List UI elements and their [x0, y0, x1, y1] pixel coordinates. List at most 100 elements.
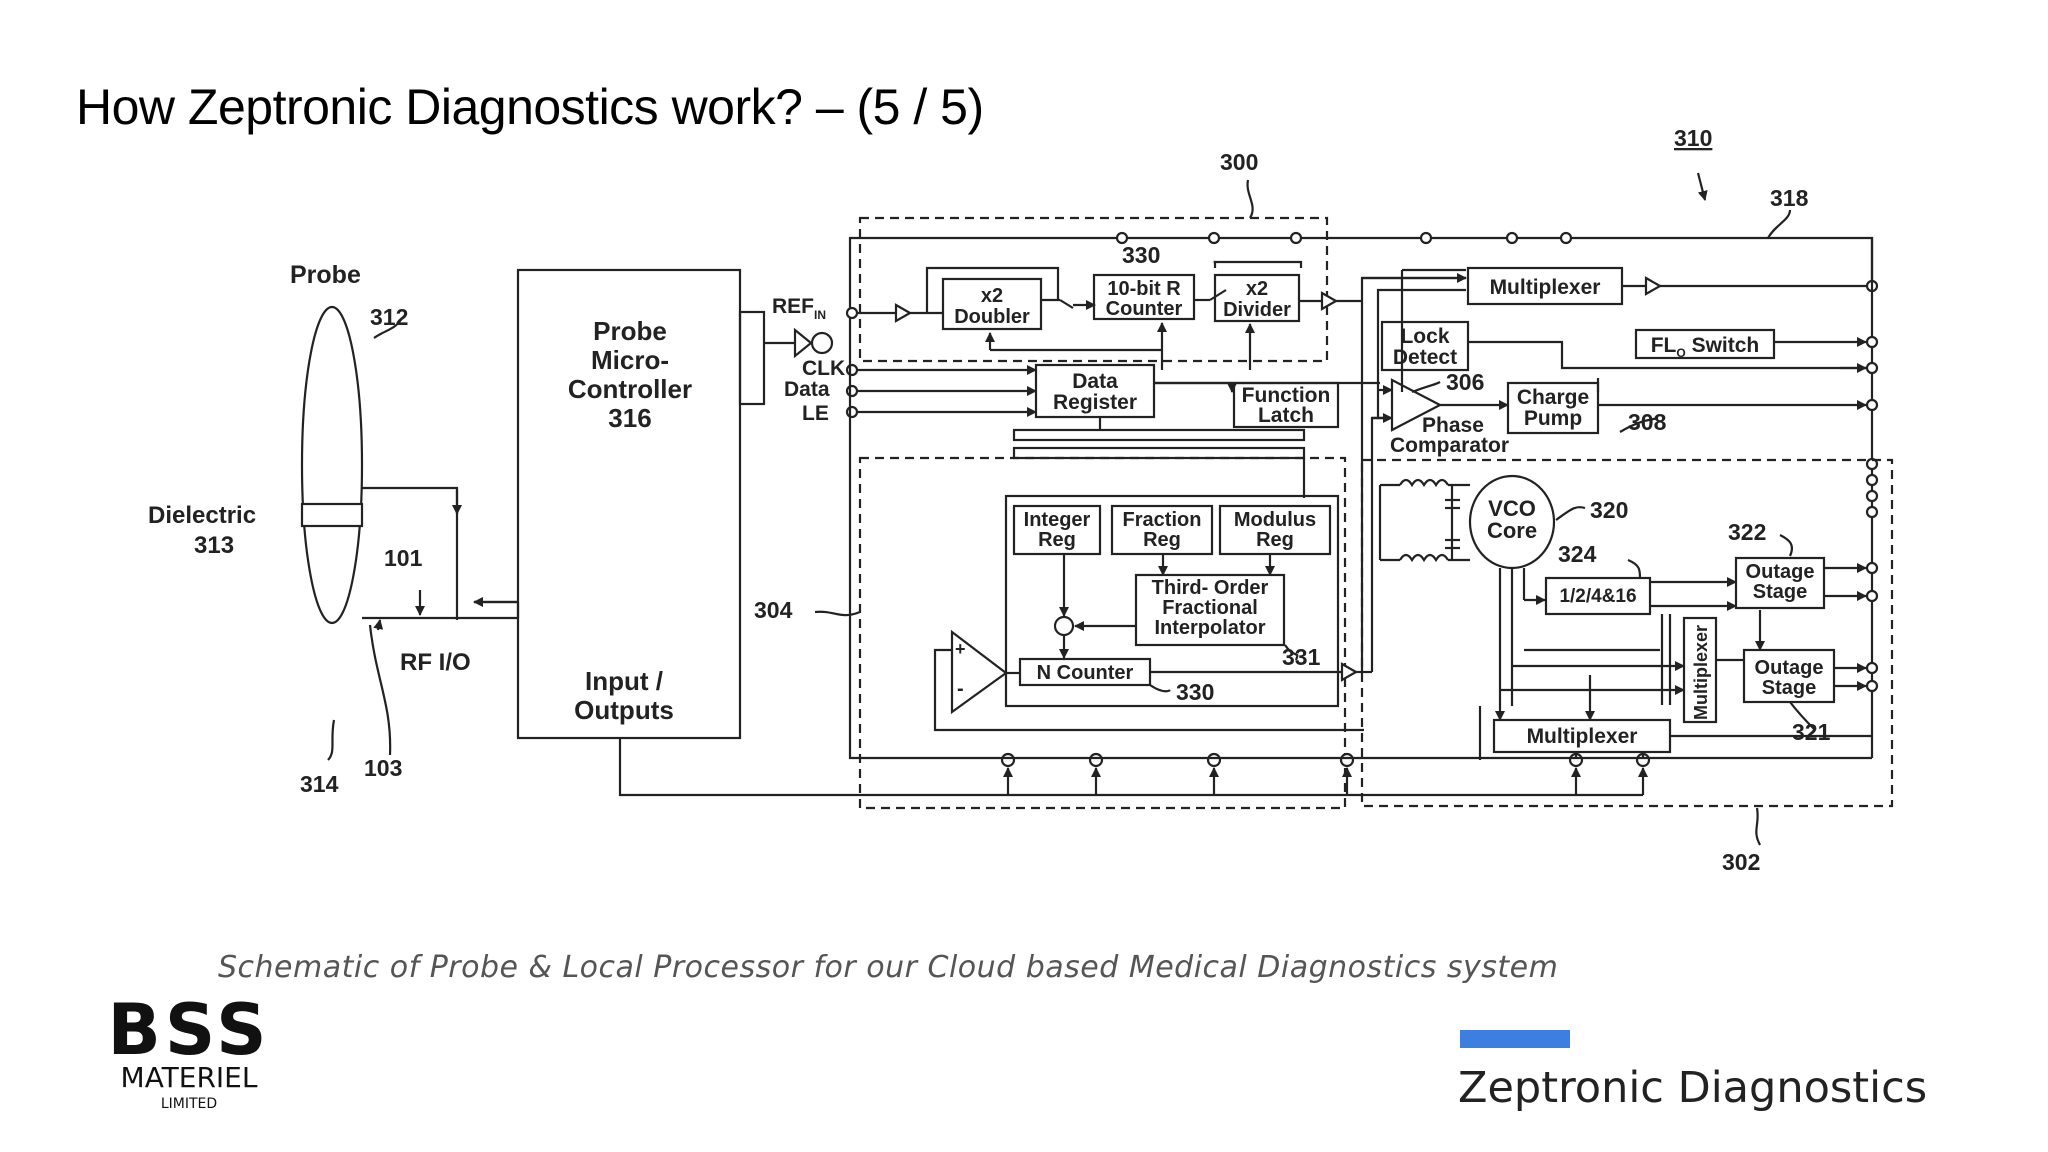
fraction-reg-label-2: Reg [1143, 529, 1181, 551]
ref-324-label: 324 [1558, 541, 1597, 567]
microcontroller-port [738, 310, 766, 406]
ref-306-label: 306 [1446, 369, 1484, 395]
ref-312-label: 312 [370, 304, 408, 330]
interpolator-label-3: Interpolator [1154, 617, 1265, 639]
dielectric-band [300, 502, 364, 528]
n-counter-label: N Counter [1037, 662, 1134, 684]
phase-label-2: Comparator [1390, 434, 1509, 457]
ref-330-top-label: 330 [1122, 242, 1160, 268]
fl-switch-box [1634, 328, 1776, 360]
zeptronic-brand-name: Zeptronic Diagnostics [1458, 1063, 1928, 1113]
ref-302-label: 302 [1722, 849, 1760, 875]
multiplexer-vertical-label: Multiplexer [1691, 625, 1711, 720]
io-label-2: Outputs [574, 695, 674, 725]
multiplexer-bottom-label: Multiplexer [1527, 725, 1638, 748]
modulus-reg-label-1: Modulus [1234, 509, 1316, 531]
doubler-label-2: Doubler [954, 306, 1030, 328]
ref-320-label: 320 [1590, 497, 1628, 523]
ref-101-label: 101 [384, 545, 423, 571]
block-304-outline [858, 456, 1347, 810]
ref-321-label: 321 [1792, 719, 1831, 745]
loop-amplifier [950, 629, 1008, 715]
dielectric-label: Dielectric [148, 502, 256, 529]
integer-reg-label-2: Reg [1038, 529, 1076, 551]
function-latch-label-2: Latch [1258, 404, 1314, 427]
rcounter-label-1: 10-bit R [1107, 278, 1181, 300]
data-register-label-1: Data [1072, 370, 1118, 393]
pmc-label-4: 316 [608, 403, 651, 433]
charge-pump-label-2: Pump [1524, 407, 1582, 430]
modulus-reg-label-2: Reg [1256, 529, 1294, 551]
ref-308-label: 308 [1628, 409, 1667, 435]
logo-bss-text: BSS [107, 989, 271, 1071]
logo-materiel-text: MATERIEL [120, 1061, 258, 1094]
phase-comparator [1390, 378, 1443, 432]
block-300-outline [858, 216, 1329, 363]
doubler-label-1: x2 [981, 285, 1003, 307]
multiplexer-top-label: Multiplexer [1490, 276, 1601, 299]
phase-label-1: Phase [1422, 414, 1484, 437]
diagram-caption: Schematic of Probe & Local Processor for… [218, 950, 1559, 985]
outage-321-label-2: Stage [1762, 677, 1816, 699]
outage-stage-321-box [1742, 648, 1836, 704]
ref-314-label: 314 [300, 771, 339, 797]
rf-io-label: RF I/O [400, 649, 471, 676]
x2-doubler-box [941, 277, 1043, 331]
probe-microcontroller-box [516, 268, 742, 740]
brand-accent-bar [1460, 1030, 1570, 1048]
logo-limited-text: LIMITED [160, 1096, 218, 1112]
clk-label: CLK [802, 357, 845, 380]
ref-300-label: 300 [1220, 149, 1258, 175]
data-register-box [1034, 363, 1156, 419]
ref-330-bottom-label: 330 [1176, 679, 1214, 705]
lock-detect-box [1380, 320, 1470, 372]
ref-103-label: 103 [364, 755, 402, 781]
divider-1248-label: 1/2/4&16 [1559, 586, 1636, 607]
outage-stage-322-box [1734, 556, 1826, 610]
probe-ellipse [300, 305, 364, 625]
amp-minus-label: - [957, 678, 964, 700]
data-label: Data [784, 378, 830, 401]
fraction-reg-label-1: Fraction [1123, 509, 1202, 531]
fl-switch-label: FLO Switch [1651, 334, 1760, 360]
r-counter-box [1092, 273, 1196, 321]
charge-pump-box [1506, 381, 1600, 435]
pmc-label-1: Probe [593, 316, 667, 346]
bss-materiel-logo: BSS MATERIEL LIMITED [94, 989, 284, 1112]
ref-310-label: 310 [1674, 125, 1712, 151]
interpolator-label-2: Fractional [1162, 597, 1258, 619]
lock-label-1: Lock [1400, 325, 1449, 348]
ref-322-label: 322 [1728, 519, 1766, 545]
integer-reg-box [1012, 504, 1102, 556]
third-order-interpolator-box [1134, 573, 1286, 647]
function-latch-label-1: Function [1242, 384, 1331, 407]
amp-plus-label: + [955, 639, 966, 659]
modulus-reg-box [1218, 504, 1332, 556]
io-label-1: Input / [585, 666, 663, 696]
pmc-label-2: Micro- [591, 345, 669, 375]
block-302-outline [1360, 458, 1894, 808]
outage-322-label-2: Stage [1753, 581, 1807, 603]
data-register-label-2: Register [1053, 391, 1137, 414]
charge-pump-label-1: Charge [1517, 386, 1589, 409]
x2-divider-box [1213, 273, 1301, 323]
lock-label-2: Detect [1393, 346, 1457, 369]
rcounter-label-2: Counter [1106, 298, 1183, 320]
register-group-box [1004, 494, 1340, 708]
ref-318-label: 318 [1770, 185, 1809, 211]
integer-reg-label-1: Integer [1024, 509, 1091, 531]
pmc-label-3: Controller [568, 374, 692, 404]
outage-321-label-1: Outage [1755, 657, 1824, 679]
outage-322-label-1: Outage [1746, 561, 1815, 583]
slide-title: How Zeptronic Diagnostics work? – (5 / 5… [76, 79, 984, 135]
dielectric-ref-label: 313 [194, 532, 234, 559]
divider-1248-box [1544, 576, 1652, 616]
divider-label-2: Divider [1223, 299, 1291, 321]
ref-in-label: REFIN [772, 295, 826, 322]
interpolator-label-1: Third- Order [1152, 577, 1269, 599]
vco-label-2: Core [1487, 518, 1537, 543]
le-label: LE [802, 402, 829, 425]
probe-title: Probe [290, 261, 361, 289]
ref-331-label: 331 [1282, 644, 1321, 670]
